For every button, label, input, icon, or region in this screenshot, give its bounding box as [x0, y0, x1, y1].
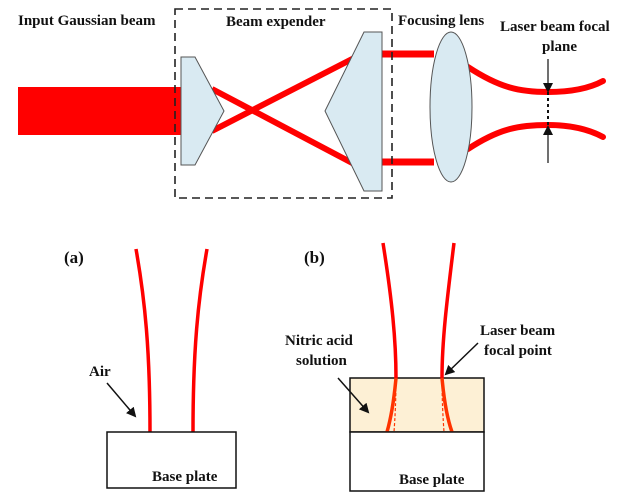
expander-large-optic — [324, 31, 383, 192]
panel-a-beam-right — [191, 248, 209, 433]
focal-point-arrow-icon — [444, 342, 479, 376]
panel-a-tag: (a) — [64, 248, 84, 267]
input-gaussian-beam — [18, 87, 183, 135]
air-arrow-icon — [106, 382, 137, 418]
panel-a-base-plate — [106, 431, 237, 489]
panel-a-beam-left — [134, 248, 152, 433]
focal-plane-label-line2: plane — [542, 39, 577, 55]
panel-b-base-plate-label: Base plate — [399, 472, 465, 488]
expander-beam-ray-up — [210, 54, 358, 134]
input-beam-label: Input Gaussian beam — [18, 13, 156, 29]
beam-expander-box — [174, 8, 393, 199]
panel-b-beam-right — [440, 242, 456, 379]
panel-a-base-plate-label: Base plate — [152, 469, 218, 485]
expander-small-optic — [180, 56, 225, 166]
focal-plane-label-line1: Laser beam focal — [500, 19, 610, 35]
focal-point-label-line1: Laser beam — [480, 323, 556, 339]
nitric-acid-solution — [349, 377, 485, 433]
focusing-lens — [429, 31, 473, 183]
beam-expander-label: Beam expender — [226, 14, 326, 30]
expander-beam-ray-down — [210, 86, 358, 168]
nitric-acid-arrow-icon — [337, 377, 370, 414]
panel-b-base-plate — [349, 431, 485, 492]
panel-b-beam-left — [381, 242, 398, 379]
panel-b-unrefracted-path-left — [393, 377, 397, 433]
nitric-acid-label-line2: solution — [296, 353, 348, 369]
focal-point-label-line2: focal point — [484, 343, 552, 359]
nitric-acid-label-line1: Nitric acid — [285, 333, 354, 349]
panel-b-tag: (b) — [304, 248, 325, 267]
air-label: Air — [89, 364, 111, 380]
focused-beam-bottom — [465, 121, 606, 152]
focusing-lens-label: Focusing lens — [398, 13, 484, 29]
panel-b-unrefracted-path-right — [441, 377, 445, 433]
focused-beam-top — [465, 64, 606, 96]
